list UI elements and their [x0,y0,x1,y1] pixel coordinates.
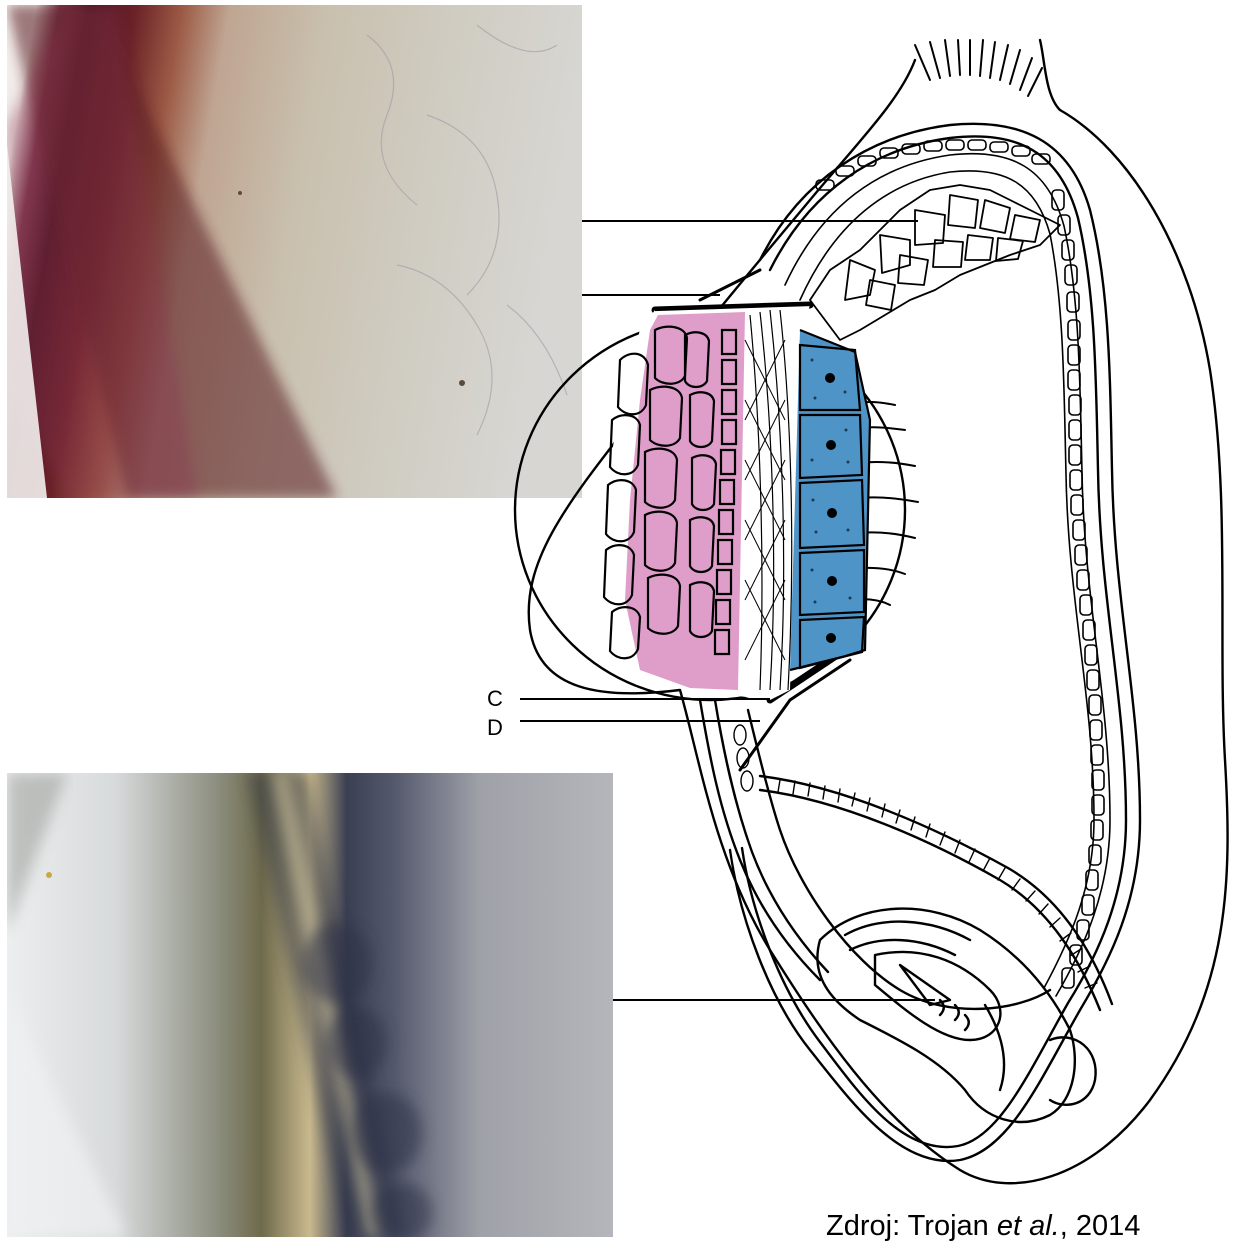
source-credit: Zdroj: Trojan et al., 2014 [826,1210,1140,1243]
source-credit-prefix: Zdroj: Trojan [826,1210,997,1242]
magnified-layers [600,305,870,700]
brush-hairs [915,40,1042,96]
endosperm-cells [810,185,1060,340]
embryo [817,909,1095,1122]
label-c: C [487,688,503,710]
source-credit-suffix: , 2014 [1060,1210,1141,1242]
apex-cells [816,140,1050,190]
source-credit-italic: et al. [997,1210,1060,1242]
label-d: D [487,717,503,739]
